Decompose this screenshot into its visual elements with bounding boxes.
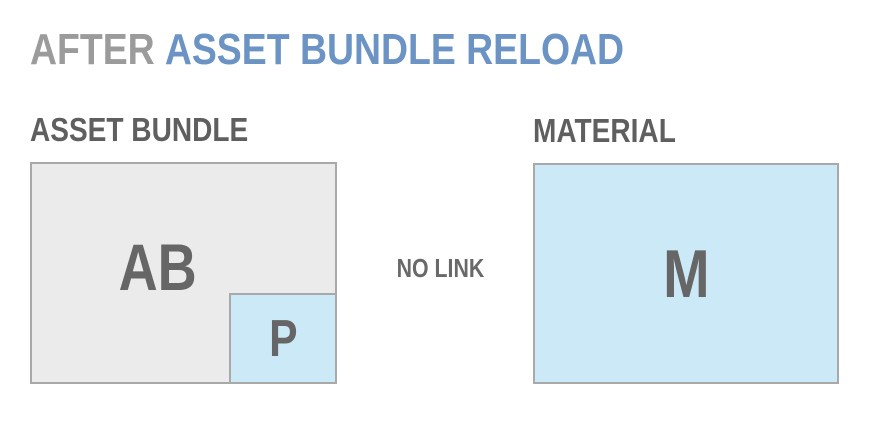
asset-bundle-label: ASSET BUNDLE (30, 113, 287, 146)
prefab-letter: P (268, 309, 298, 368)
material-letter: M (662, 235, 710, 312)
material-label-text: MATERIAL (533, 112, 676, 149)
title-prefix: AFTER (30, 25, 155, 74)
asset-bundle-letter: AB (118, 230, 197, 304)
no-link-label: NO LINK (370, 255, 510, 281)
title-highlight: ASSET BUNDLE RELOAD (164, 25, 625, 74)
asset-bundle-box: AB (30, 162, 337, 384)
no-link-label-text: NO LINK (396, 253, 484, 283)
material-label: MATERIAL (533, 114, 701, 147)
asset-bundle-label-text: ASSET BUNDLE (30, 111, 249, 148)
prefab-sub-box: P (229, 293, 337, 384)
material-box: M (533, 163, 839, 384)
